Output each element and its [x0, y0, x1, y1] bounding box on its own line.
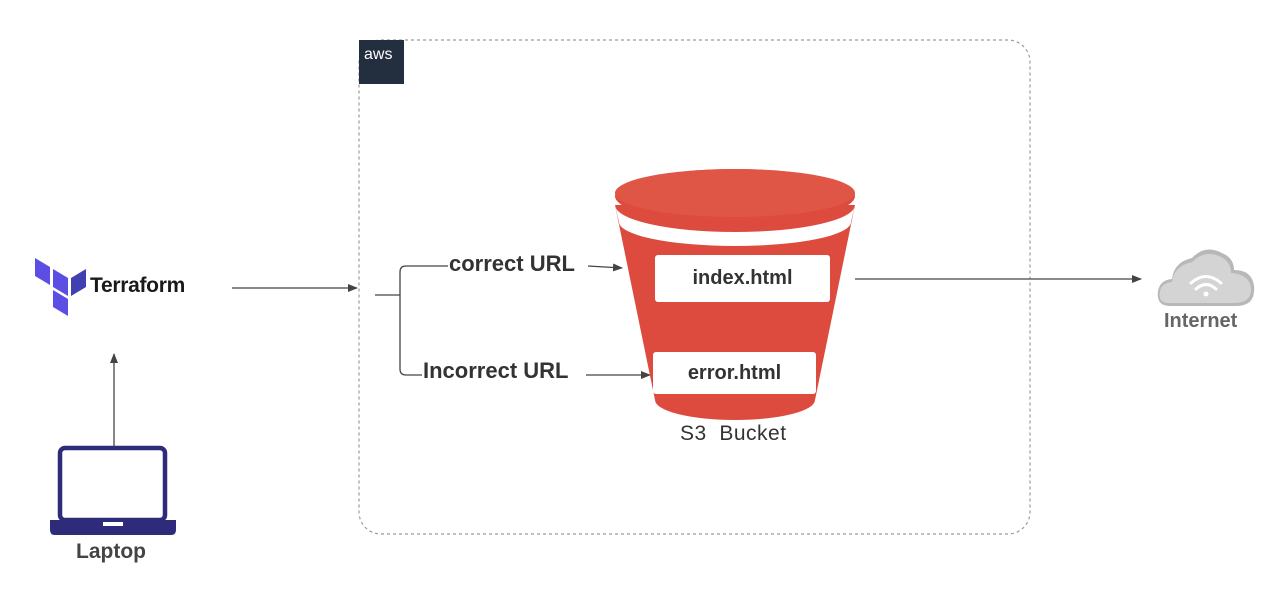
correct-url-label: correct URL [449, 251, 575, 276]
aws-logo-icon [359, 40, 404, 84]
correct-url-arrow [587, 263, 623, 272]
incorrect-url-label: Incorrect URL [423, 358, 569, 383]
laptop-label: Laptop [76, 540, 146, 563]
terraform-logo-icon [35, 258, 86, 316]
laptop-icon [50, 445, 176, 535]
aws-logo-text: aws [364, 46, 393, 63]
terraform-label: Terraform [90, 274, 185, 297]
internet-label: Internet [1164, 310, 1238, 332]
index-html-box: index.html [655, 255, 830, 302]
internet-cloud-icon [1157, 249, 1255, 306]
url-branch-connector [375, 265, 448, 376]
error-html-box: error.html [653, 352, 816, 394]
s3-bucket-label: S3 Bucket [680, 422, 787, 445]
aws-cloud-boundary [358, 39, 1031, 535]
